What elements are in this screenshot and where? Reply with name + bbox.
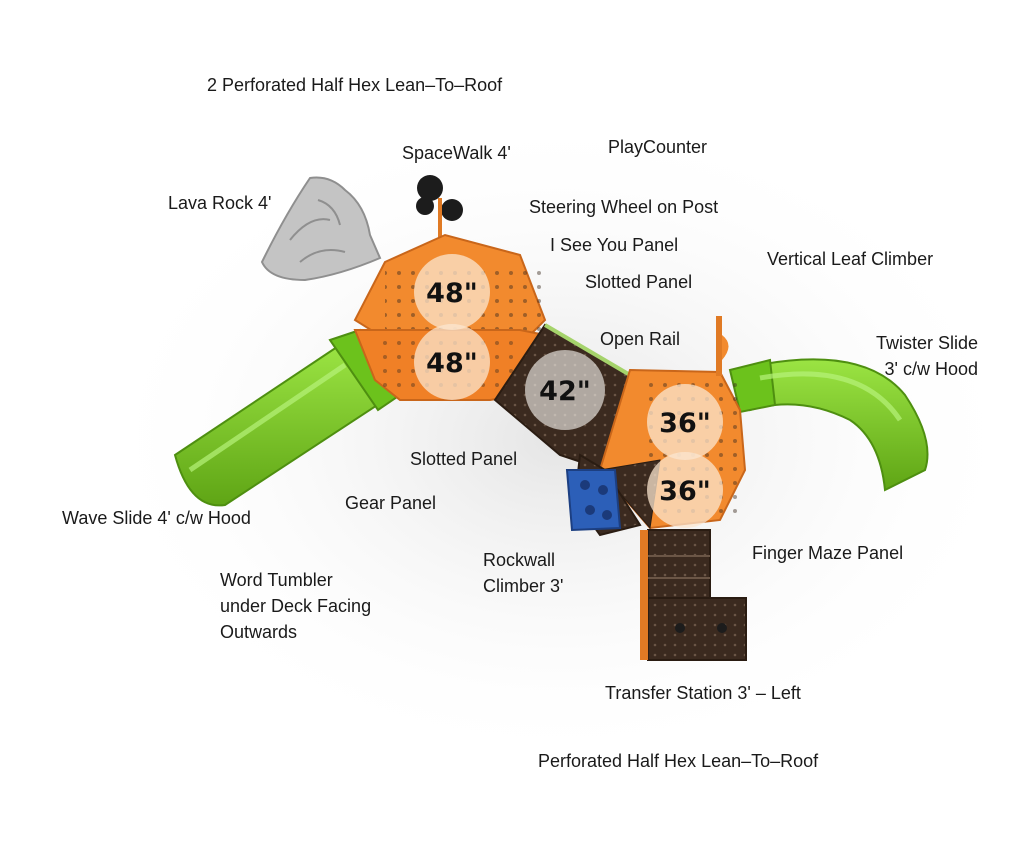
label-transfer-station: Transfer Station 3' – Left xyxy=(605,683,801,703)
transfer-station xyxy=(640,529,747,661)
label-vertical-leaf-climber: Vertical Leaf Climber xyxy=(767,249,934,269)
label-spacewalk: SpaceWalk 4' xyxy=(402,143,511,163)
label-steering-wheel: Steering Wheel on Post xyxy=(529,197,719,217)
label-twister-slide-line2: 3' c/w Hood xyxy=(884,359,978,379)
label-word-tumbler-line1: Word Tumbler xyxy=(220,570,333,590)
label-twister-slide: Twister Slide 3' c/w Hood xyxy=(850,330,978,382)
label-slotted-panel-bottom: Slotted Panel xyxy=(410,449,518,469)
deck-height-4: 36" xyxy=(659,408,711,439)
deck-marker-2 xyxy=(414,324,490,400)
label-finger-maze-panel: Finger Maze Panel xyxy=(752,543,904,563)
label-open-rail: Open Rail xyxy=(600,329,681,349)
deck-height-markers: 48" 48" 42" 36" 36" xyxy=(414,254,723,528)
rockwall-climber xyxy=(565,469,622,532)
label-word-tumbler: Word Tumbler under Deck Facing Outwards xyxy=(220,567,371,645)
deck-marker-1 xyxy=(414,254,490,330)
label-rockwall-climber: Rockwall Climber 3' xyxy=(483,547,563,599)
deck-height-1: 48" xyxy=(426,278,478,309)
spacewalk xyxy=(416,175,463,250)
deck-height-5: 36" xyxy=(659,476,711,507)
label-rockwall-line2: Climber 3' xyxy=(483,576,564,596)
deck-marker-3 xyxy=(525,350,605,430)
label-i-see-you-panel: I See You Panel xyxy=(550,235,679,255)
label-gear-panel: Gear Panel xyxy=(345,493,437,513)
lava-rock xyxy=(260,176,382,282)
deck-height-3: 42" xyxy=(539,376,591,407)
label-wave-slide: Wave Slide 4' c/w Hood xyxy=(62,508,251,528)
label-playcounter: PlayCounter xyxy=(608,137,708,157)
label-rockwall-line1: Rockwall xyxy=(483,550,556,570)
deck-marker-4 xyxy=(647,384,723,460)
vertical-leaf-climber xyxy=(716,316,729,376)
deck-marker-5 xyxy=(647,452,723,528)
label-roof-2-perforated: 2 Perforated Half Hex Lean–To–Roof xyxy=(207,75,503,95)
deck-height-2: 48" xyxy=(426,348,478,379)
label-word-tumbler-line3: Outwards xyxy=(220,622,298,642)
label-lava-rock: Lava Rock 4' xyxy=(168,193,272,213)
label-slotted-panel-top: Slotted Panel xyxy=(585,272,693,292)
label-roof-perforated: Perforated Half Hex Lean–To–Roof xyxy=(538,751,819,771)
label-word-tumbler-line2: under Deck Facing xyxy=(220,596,372,616)
label-twister-slide-line1: Twister Slide xyxy=(875,333,978,353)
